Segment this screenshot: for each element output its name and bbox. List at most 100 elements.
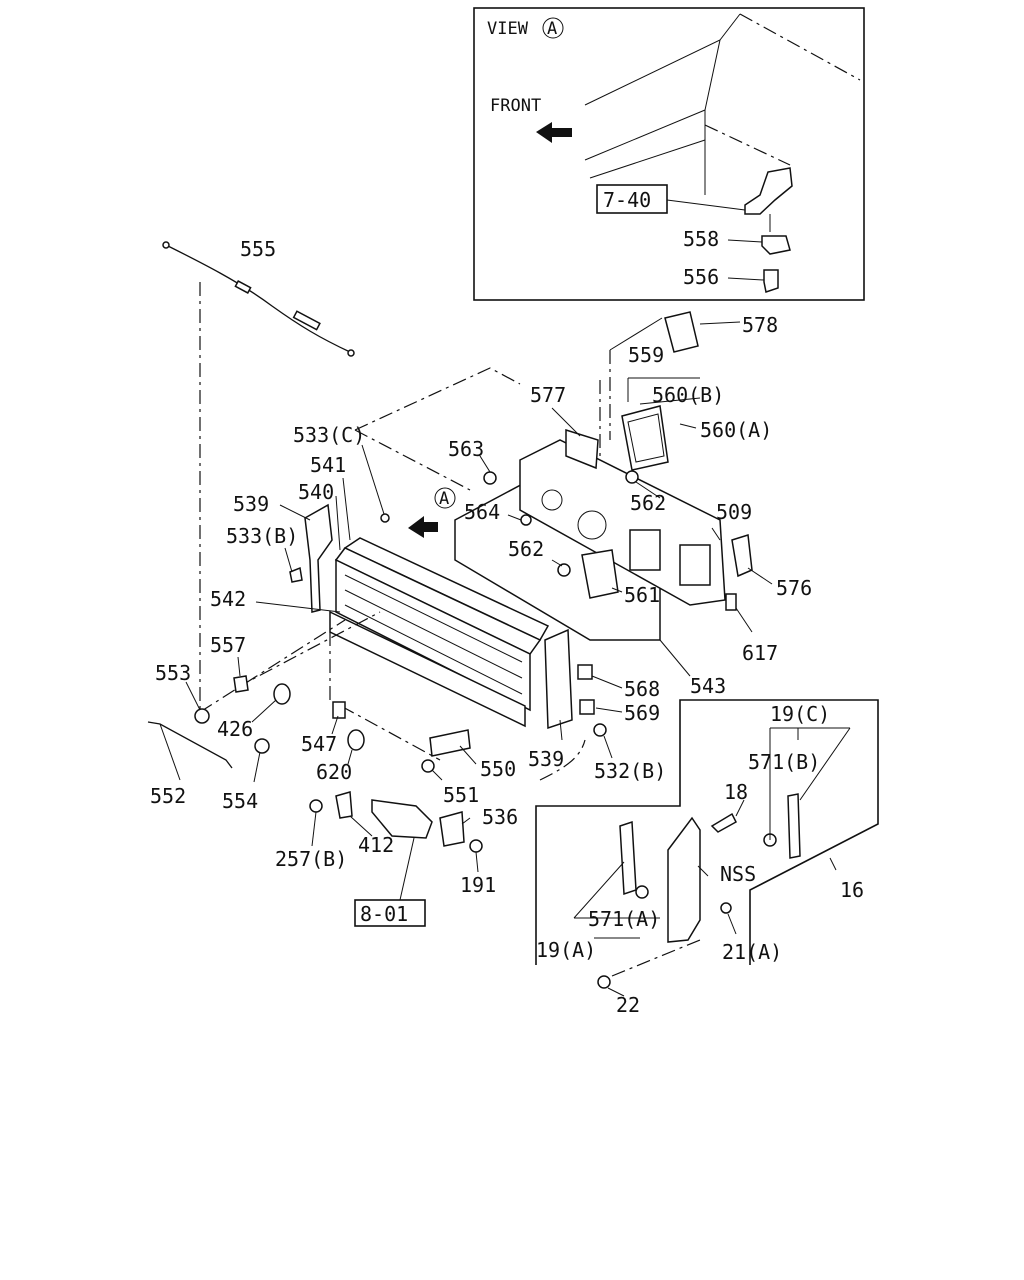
label-539-left: 539 <box>233 492 269 516</box>
label-536: 536 <box>482 805 518 829</box>
lead-578 <box>699 321 741 325</box>
lead-536 <box>461 817 471 825</box>
vent-559 <box>621 405 669 471</box>
cable-sleeve <box>292 310 321 331</box>
label-22: 22 <box>616 993 640 1017</box>
label-553: 553 <box>155 661 191 685</box>
label-19c: 19(C) <box>770 702 830 726</box>
label-558: 558 <box>683 227 719 251</box>
label-562-upper: 562 <box>630 491 666 515</box>
cab-roof-dash <box>739 13 861 81</box>
label-617: 617 <box>742 641 778 665</box>
clip-21a <box>720 902 732 914</box>
label-412: 412 <box>358 833 394 857</box>
lead-540 <box>335 495 341 551</box>
nut-564 <box>520 514 532 526</box>
label-577: 577 <box>530 383 566 407</box>
plate-577 <box>565 428 599 470</box>
lower-member <box>329 610 526 728</box>
lead-563 <box>479 455 491 473</box>
side-bracket-539-left <box>304 503 333 613</box>
bracket-19a <box>573 861 660 939</box>
ref-8-01: 8-01 <box>360 902 408 926</box>
cable-end-a <box>162 241 170 249</box>
bolt-562-upper <box>625 470 639 484</box>
strip-19a <box>619 820 637 896</box>
label-554: 554 <box>222 789 258 813</box>
label-541: 541 <box>310 453 346 477</box>
assembly-dash <box>354 367 601 491</box>
lead-542 <box>255 601 341 613</box>
label-568: 568 <box>624 677 660 701</box>
side-bracket-539-right <box>544 628 573 730</box>
bracket-7-40 <box>744 167 793 215</box>
label-556: 556 <box>683 265 719 289</box>
lamp-412 <box>371 799 433 839</box>
cab-dash-2 <box>704 124 791 166</box>
lead-577 <box>551 407 581 437</box>
label-561: 561 <box>624 583 660 607</box>
main-view-marker-circle <box>434 487 456 509</box>
label-539-right: 539 <box>528 747 564 771</box>
label-540: 540 <box>298 480 334 504</box>
vent-link <box>609 317 663 351</box>
lead-541 <box>342 477 351 541</box>
label-426: 426 <box>217 717 253 741</box>
cab-side-line-2 <box>589 139 706 179</box>
cable-end-b <box>347 349 355 357</box>
cable-555-line <box>167 245 351 353</box>
lead-553 <box>185 681 201 711</box>
bolt-191 <box>469 839 483 853</box>
label-576: 576 <box>776 576 812 600</box>
cab-pillar <box>704 39 721 195</box>
cab-side-line <box>584 109 706 161</box>
label-nss: NSS <box>720 862 756 886</box>
seal-578 <box>664 311 699 353</box>
bracket-576 <box>731 534 753 578</box>
lead-552 <box>159 723 181 781</box>
label-533c: 533(C) <box>293 423 365 447</box>
frame-window-b <box>679 544 711 586</box>
lead-426 <box>251 699 277 723</box>
label-620: 620 <box>316 760 352 784</box>
screw-22 <box>597 975 611 989</box>
frame-hole-2 <box>577 510 607 540</box>
lead-539a <box>279 504 311 521</box>
clip-533b <box>289 566 303 583</box>
label-21a: 21(A) <box>722 940 782 964</box>
label-532b: 532(B) <box>594 759 666 783</box>
strip-19c <box>787 793 801 859</box>
label-560a: 560(A) <box>700 418 772 442</box>
corner-inset-frame <box>535 699 879 965</box>
bushing-553 <box>194 708 210 724</box>
lead-551 <box>431 769 443 781</box>
lead-18 <box>735 799 745 817</box>
lead-554 <box>253 751 261 783</box>
clip-571a <box>635 885 649 899</box>
clip-557 <box>233 675 249 693</box>
frame-window-a <box>629 529 661 571</box>
clip-533c <box>380 513 390 523</box>
label-571b: 571(B) <box>748 750 820 774</box>
label-564: 564 <box>464 500 500 524</box>
lead-16 <box>829 857 837 871</box>
bolt-551 <box>421 759 435 773</box>
label-552: 552 <box>150 784 186 808</box>
frame-hole <box>541 489 563 511</box>
corner-panel-inset <box>535 699 879 989</box>
lead-532b <box>603 735 613 759</box>
label-16: 16 <box>840 878 864 902</box>
lead-191 <box>475 851 479 873</box>
lead-560a <box>679 423 697 429</box>
label-569: 569 <box>624 701 660 725</box>
label-555: 555 <box>240 237 276 261</box>
lower-dash <box>199 611 441 761</box>
label-557: 557 <box>210 633 246 657</box>
part-556 <box>763 269 779 293</box>
view-marker: A <box>547 19 557 39</box>
lead-557 <box>237 656 241 677</box>
lead-21a <box>727 913 737 935</box>
bracket-dash <box>539 739 586 781</box>
leader-8-01 <box>399 837 415 901</box>
grille-slats <box>344 574 523 695</box>
